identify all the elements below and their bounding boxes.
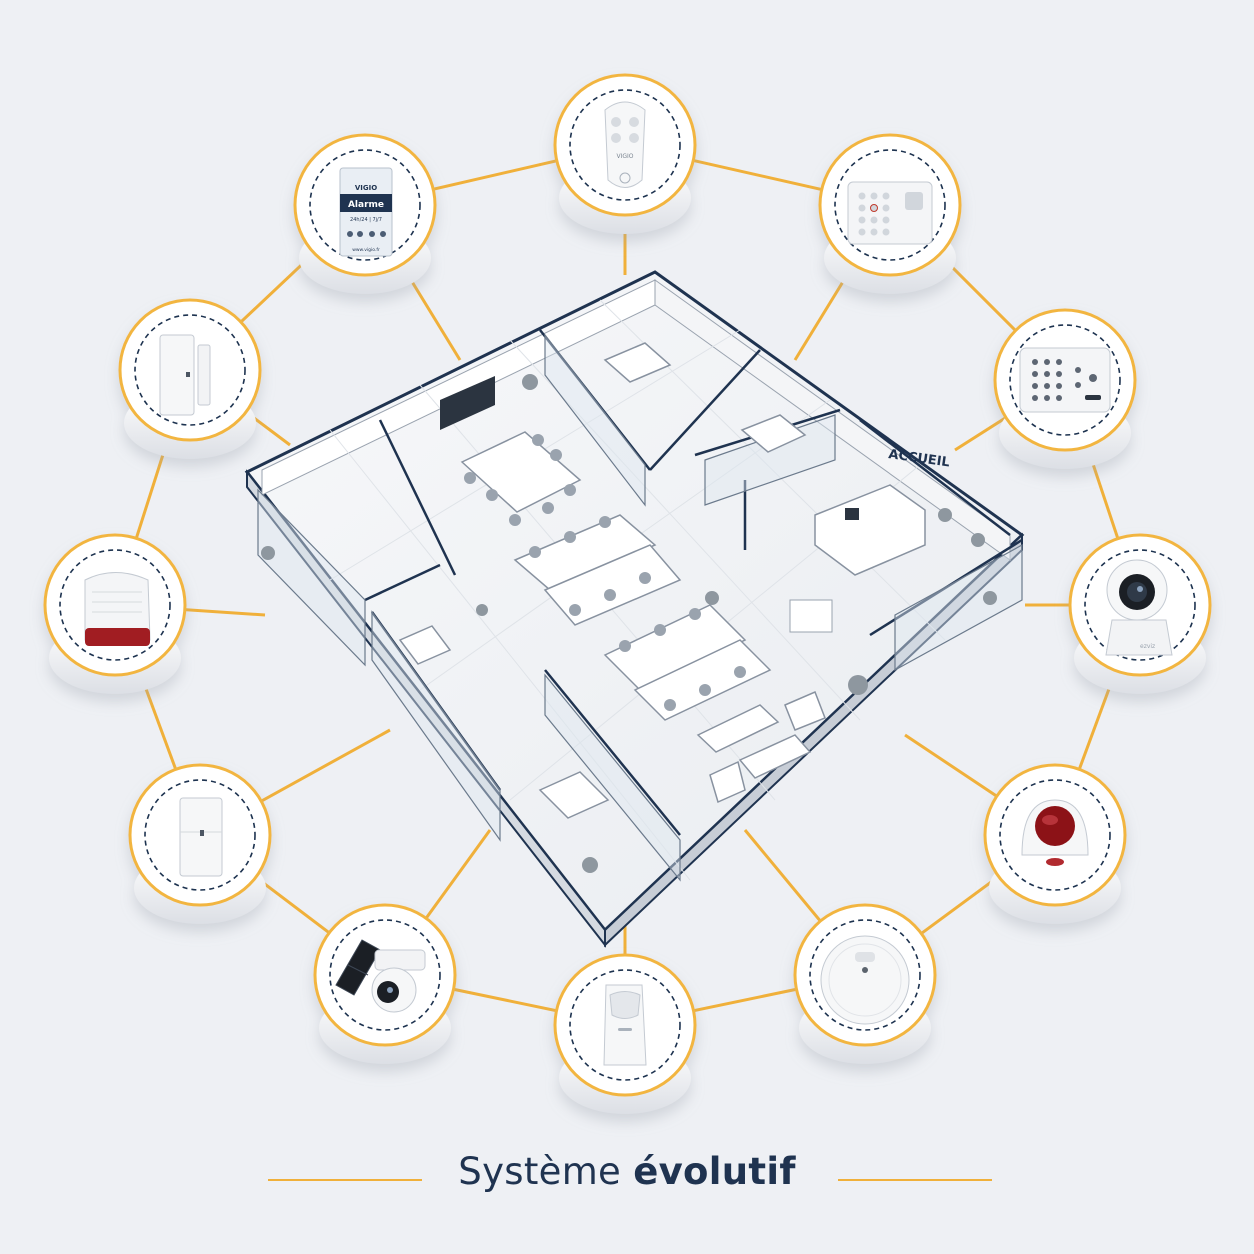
wall-artwork	[789, 599, 833, 633]
caption-word-bold: évolutif	[633, 1150, 796, 1193]
solar-camera-icon	[335, 939, 426, 1013]
office-table	[538, 771, 610, 819]
keyfob-remote-icon: VIGIO	[604, 101, 646, 188]
office-table	[398, 625, 452, 665]
indoor-camera-icon: ezviz	[1105, 559, 1173, 656]
caption-divider-right	[838, 1179, 992, 1181]
sticker-brand: VIGIO	[355, 184, 377, 192]
window-sticker-icon: VIGIO Alarme 24h/24 | 7j/7 www.vigio.fr	[339, 167, 393, 257]
sticker-url: www.vigio.fr	[352, 247, 380, 253]
door-sensor-icon	[159, 334, 211, 416]
office-floorplan: ACCUEIL	[244, 270, 1025, 948]
outdoor-siren-icon	[84, 572, 151, 646]
rfid-keypad-icon	[1019, 347, 1111, 413]
remote-brand: VIGIO	[616, 153, 633, 160]
smoke-detector-icon	[820, 935, 910, 1025]
keypad-icon	[847, 181, 933, 245]
camera-brand: ezviz	[1140, 643, 1155, 650]
sticker-subtitle: 24h/24 | 7j/7	[350, 217, 382, 223]
lounge-area	[696, 691, 826, 804]
reception-desk	[814, 484, 926, 576]
wall-tv	[440, 376, 495, 430]
meeting-table	[460, 431, 582, 526]
plants	[261, 374, 997, 873]
indoor-siren-icon	[1021, 799, 1089, 866]
caption-divider-left	[268, 1179, 422, 1181]
glass-partitions	[257, 333, 1023, 882]
open-space-desks	[513, 514, 772, 721]
caption-text: Système évolutif	[0, 1150, 1254, 1193]
caption-word-regular: Système	[458, 1150, 622, 1193]
office-table	[603, 342, 672, 383]
sticker-title: Alarme	[348, 200, 384, 210]
door-contact-icon	[179, 797, 223, 877]
motion-detector-icon	[603, 984, 647, 1066]
office-table	[740, 414, 807, 453]
caption: Système évolutif	[0, 1140, 1254, 1220]
